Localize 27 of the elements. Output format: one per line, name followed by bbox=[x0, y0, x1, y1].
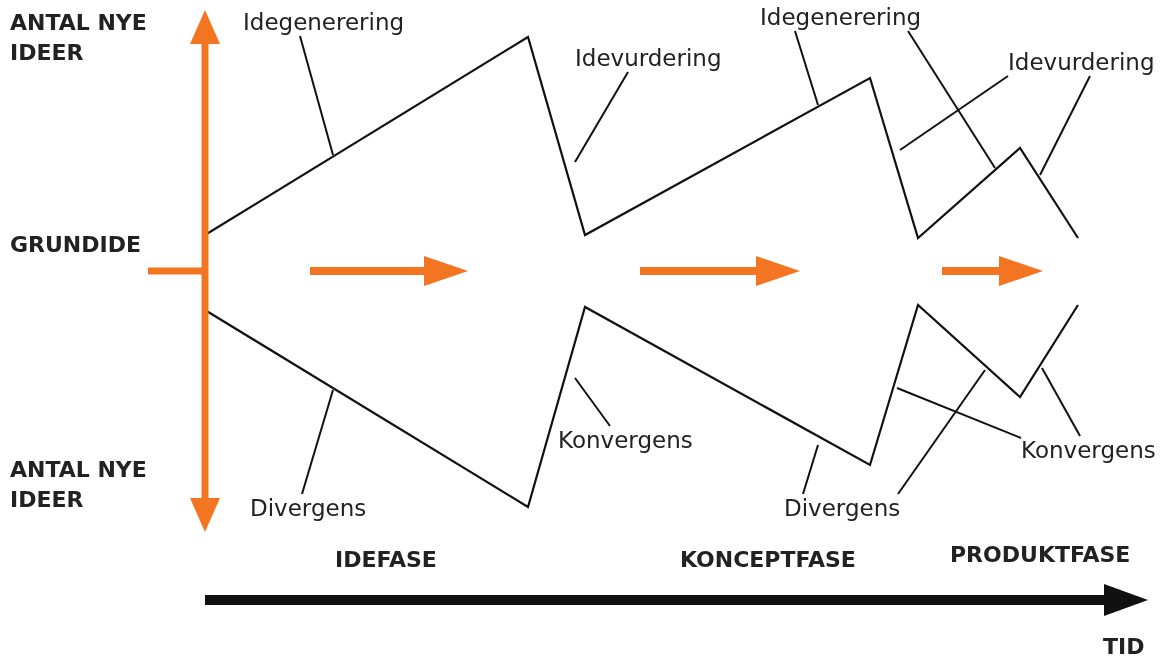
leader-line bbox=[299, 35, 334, 156]
leader-label: Konvergens bbox=[558, 426, 693, 454]
leader-line bbox=[1039, 75, 1091, 176]
axis-label: ANTAL NYE IDEER bbox=[10, 9, 148, 67]
leader-label: Divergens bbox=[250, 494, 367, 522]
leader-line bbox=[907, 30, 996, 169]
leader-line bbox=[574, 377, 611, 427]
axis-label: IDEFASE bbox=[335, 546, 438, 574]
leader-line bbox=[1041, 367, 1081, 437]
leader-label: Idevurdering bbox=[1008, 48, 1155, 76]
leader-label: Divergens bbox=[784, 494, 901, 522]
leader-line bbox=[802, 444, 819, 495]
axis-label: GRUNDIDE bbox=[10, 231, 142, 259]
axis-label: KONCEPTFASE bbox=[680, 546, 857, 574]
leader-label: Idegenerering bbox=[243, 8, 405, 36]
leader-line bbox=[574, 71, 629, 163]
leader-line bbox=[897, 369, 986, 495]
axis-label: PRODUKTFASE bbox=[950, 541, 1132, 569]
axis-label: ANTAL NYE IDEER bbox=[10, 456, 148, 514]
leader-line bbox=[899, 75, 1009, 151]
leader-line bbox=[896, 387, 1022, 439]
leader-line bbox=[794, 30, 819, 106]
leader-label: Konvergens bbox=[1021, 436, 1156, 464]
leader-line bbox=[301, 389, 334, 495]
axis-label: TID bbox=[1103, 633, 1146, 661]
leader-label: Idegenerering bbox=[760, 3, 922, 31]
leader-label: Idevurdering bbox=[575, 44, 722, 72]
